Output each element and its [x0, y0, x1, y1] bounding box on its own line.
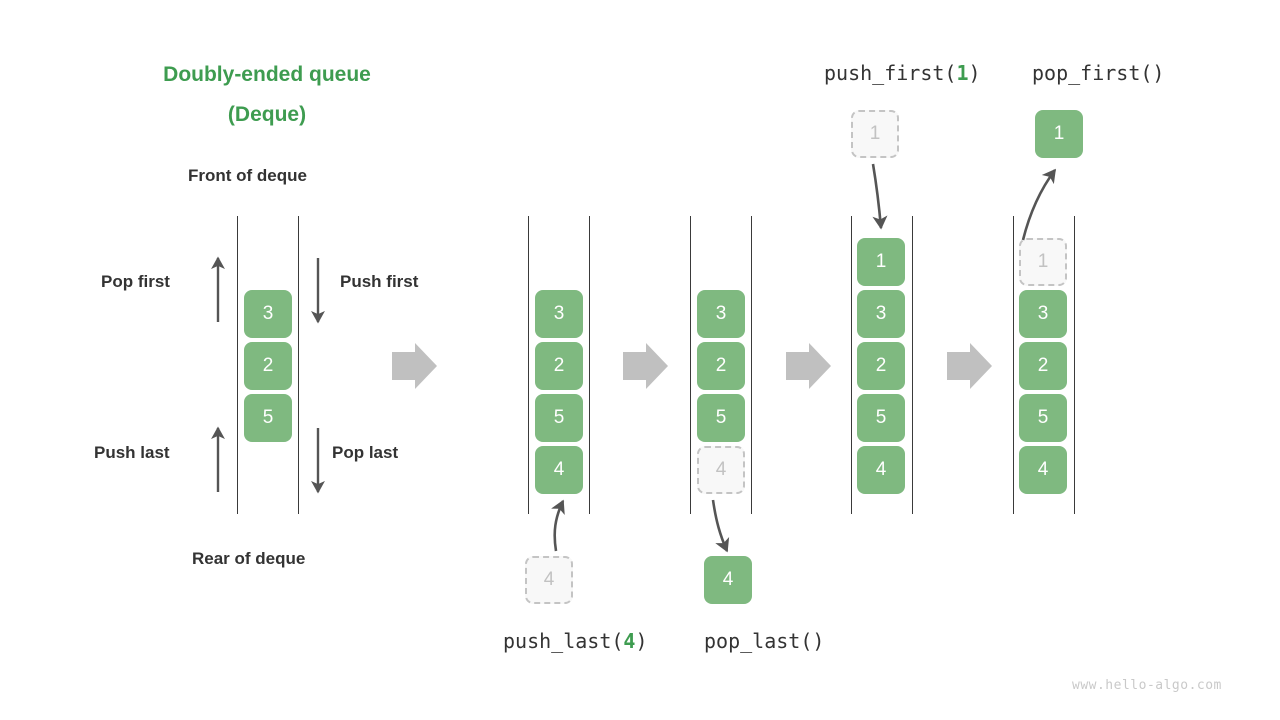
push-first-code-arg: 1	[956, 61, 969, 85]
deque-cell: 3	[697, 290, 745, 338]
floating-cell-push-first: 1	[851, 110, 899, 158]
block-arrow-icon	[623, 343, 668, 389]
rail-panel1-right	[589, 216, 590, 514]
push-last-code-name: push_last(	[503, 629, 624, 653]
floating-cell-push-last: 4	[525, 556, 573, 604]
rear-of-deque-label: Rear of deque	[192, 549, 306, 568]
pop-last-code-label: pop_last()	[704, 629, 825, 653]
push-last-code-close: )	[635, 629, 648, 653]
deque-cell: 5	[535, 394, 583, 442]
diagram-title-line2: (Deque)	[227, 103, 307, 126]
floating-cell-pop-first: 1	[1035, 110, 1083, 158]
push-first-curved-arrow-icon	[871, 163, 888, 230]
deque-cell: 1	[857, 238, 905, 286]
pop-first-curved-arrow-icon	[1021, 168, 1057, 241]
deque-cell: 3	[857, 290, 905, 338]
watermark: www.hello-algo.com	[1072, 678, 1222, 693]
pop-first-label: Pop first	[101, 272, 170, 291]
rail-left-schematic-right	[298, 216, 299, 514]
deque-cell: 5	[697, 394, 745, 442]
deque-cell: 5	[857, 394, 905, 442]
pop-first-code-label: pop_first()	[1032, 61, 1165, 85]
pop-last-curved-arrow-icon	[711, 499, 730, 553]
push-last-code-arg: 4	[623, 629, 636, 653]
deque-cell: 2	[535, 342, 583, 390]
deque-cell: 3	[244, 290, 292, 338]
deque-cell: 2	[1019, 342, 1067, 390]
deque-cell: 2	[857, 342, 905, 390]
deque-cell: 5	[244, 394, 292, 442]
block-arrow-icon	[392, 343, 437, 389]
deque-cell: 3	[535, 290, 583, 338]
floating-cell-pop-last: 4	[704, 556, 752, 604]
rail-panel1-left	[528, 216, 529, 514]
rail-panel4-right	[1074, 216, 1075, 514]
block-arrow-icon	[786, 343, 831, 389]
rail-left-schematic-left	[237, 216, 238, 514]
diagram-title-line1: Doubly-ended queue	[163, 63, 371, 86]
deque-cell: 3	[1019, 290, 1067, 338]
front-of-deque-label: Front of deque	[188, 166, 307, 185]
push-first-label: Push first	[340, 272, 419, 291]
push-last-curved-arrow-icon	[551, 499, 565, 552]
rail-panel3-right	[912, 216, 913, 514]
deque-cell: 2	[697, 342, 745, 390]
pop-last-label: Pop last	[332, 443, 399, 462]
deque-cell: 4	[535, 446, 583, 494]
rail-panel4-left	[1013, 216, 1014, 514]
deque-cell: 5	[1019, 394, 1067, 442]
block-arrow-icon	[947, 343, 992, 389]
deque-cell: 4	[857, 446, 905, 494]
deque-cell: 4	[1019, 446, 1067, 494]
deque-cell: 4	[697, 446, 745, 494]
rail-panel3-left	[851, 216, 852, 514]
push-last-code-label: push_last(4)	[503, 629, 648, 653]
push-first-code-label: push_first(1)	[824, 61, 981, 85]
push-last-label: Push last	[94, 443, 170, 462]
deque-cell: 2	[244, 342, 292, 390]
push-first-code-name: push_first(	[824, 61, 957, 85]
rail-panel2-right	[751, 216, 752, 514]
deque-cell: 1	[1019, 238, 1067, 286]
rail-panel2-left	[690, 216, 691, 514]
push-first-code-close: )	[968, 61, 981, 85]
